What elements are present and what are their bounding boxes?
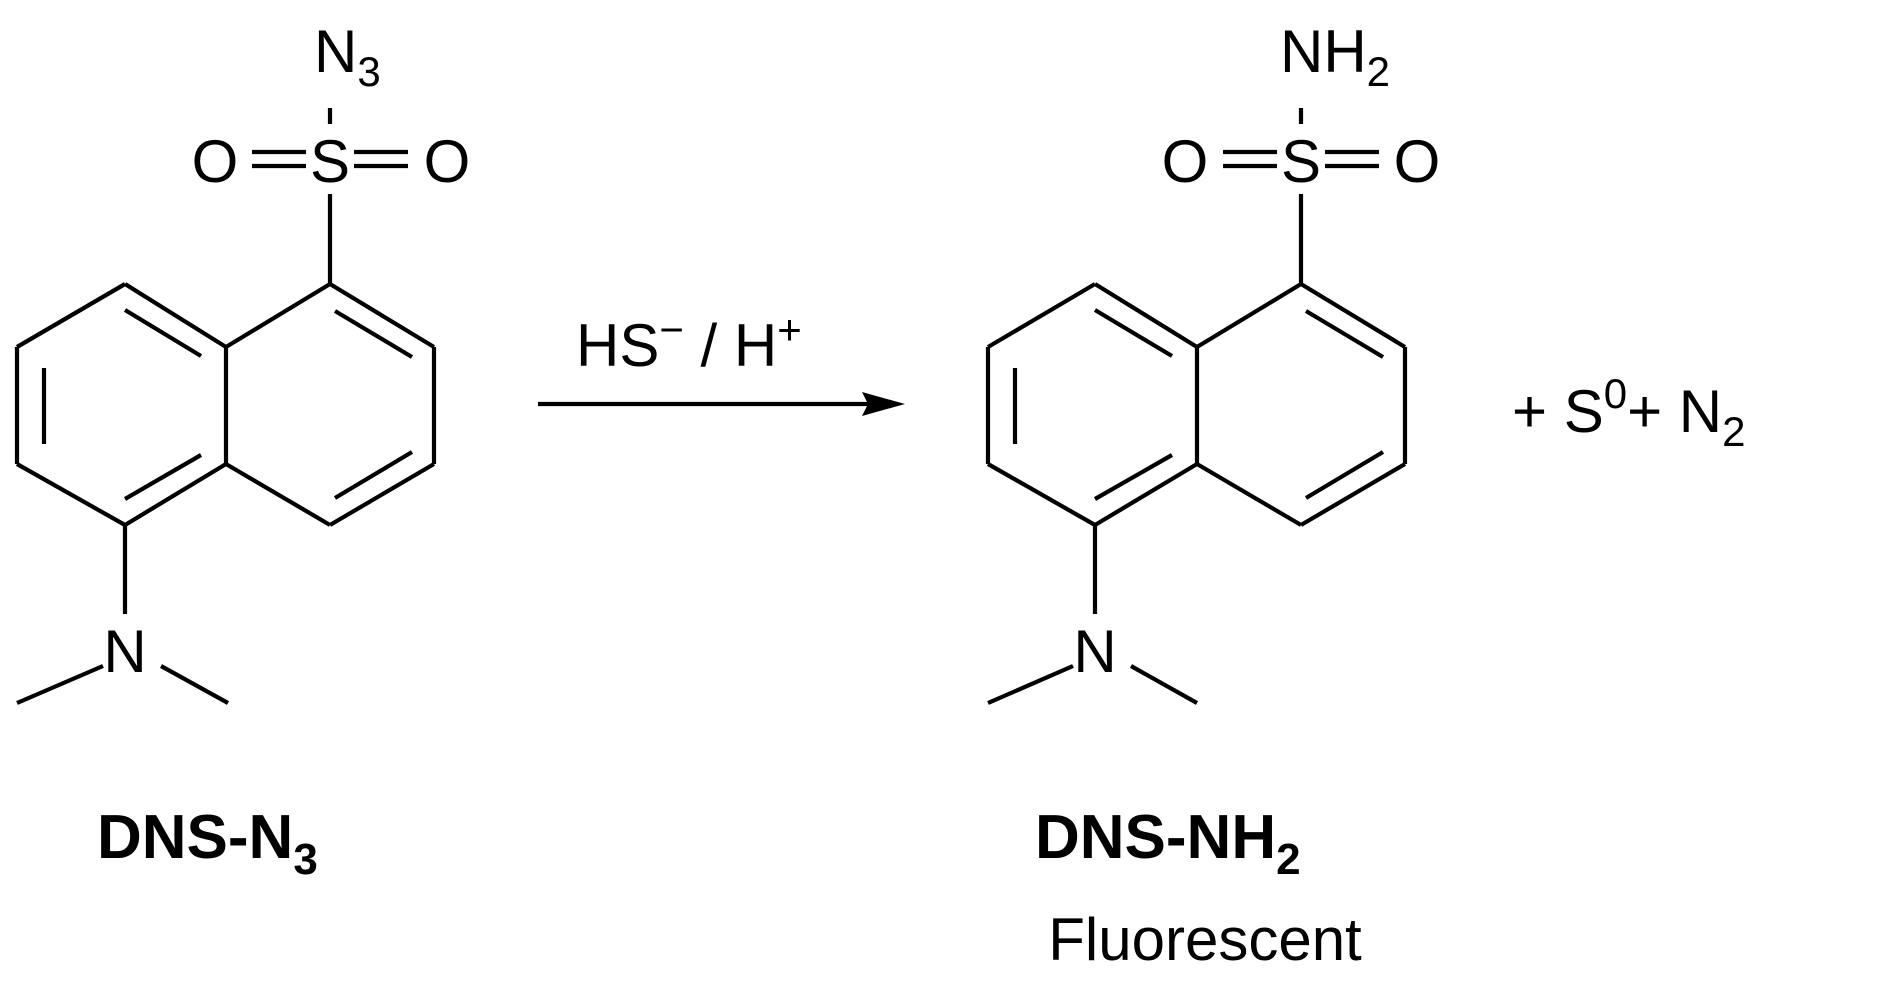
- reaction-arrow: [538, 392, 905, 416]
- reactant-oxygen-left-label: O: [192, 128, 239, 195]
- reactant-sulfur-label: S: [310, 128, 350, 195]
- reagents-label: HS− / H+: [576, 306, 802, 379]
- reactant-amine-nitrogen-label: N: [103, 618, 146, 685]
- reactant-oxygen-right-label: O: [424, 128, 471, 195]
- product-structure: NH2 S O O N: [985, 18, 1441, 705]
- product-oxygen-left-label: O: [1162, 128, 1209, 195]
- product-n-methyl-left: [987, 664, 1074, 705]
- reactant-naphthalene-ring: [14, 282, 437, 527]
- reactant-n-methyl-right: [159, 664, 230, 705]
- byproducts-label: + S0+ N2: [1512, 370, 1746, 455]
- reactant-structure: N3 S O O N: [14, 18, 471, 705]
- reactant-name: DNS-N3: [97, 803, 318, 884]
- product-n-methyl-right: [1129, 664, 1199, 705]
- product-oxygen-right-label: O: [1394, 128, 1441, 195]
- product-amine-label: NH2: [1280, 18, 1390, 95]
- product-property-label: Fluorescent: [1048, 906, 1362, 973]
- reactant-azide-label: N3: [314, 18, 381, 95]
- product-name: DNS-NH2: [1035, 803, 1301, 884]
- product-naphthalene-ring: [985, 282, 1408, 527]
- product-amine-nitrogen-label: N: [1073, 618, 1116, 685]
- arrow-head-icon: [862, 392, 905, 416]
- product-sulfur-label: S: [1281, 128, 1321, 195]
- reactant-n-methyl-left: [16, 664, 104, 705]
